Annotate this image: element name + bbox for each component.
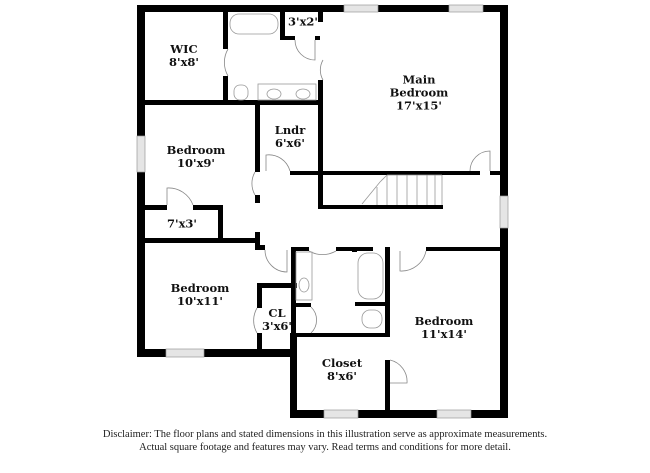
sink: [266, 88, 282, 100]
room-dimensions: 6'x6': [275, 136, 305, 150]
room-name: Main: [402, 72, 436, 87]
bathtub: [357, 252, 384, 300]
room-label: 3'x2': [288, 14, 318, 29]
sink: [295, 88, 311, 100]
stairs: [361, 174, 443, 205]
room-name: CL: [268, 306, 286, 320]
window: [165, 348, 205, 358]
window: [436, 409, 472, 419]
room-name: Closet: [321, 356, 363, 370]
room-dimensions: 8'x8': [169, 55, 199, 69]
room-name: Bedroom: [170, 281, 230, 295]
room-name: WIC: [170, 42, 198, 56]
door-swings: [166, 39, 491, 384]
room-dimensions: 3'x2': [288, 14, 318, 29]
disclaimer-line-2: Actual square footage and features may v…: [139, 442, 511, 453]
disclaimer: Disclaimer: The floor plans and stated d…: [0, 428, 650, 454]
toilet: [233, 84, 249, 101]
room-name: Bedroom: [414, 314, 474, 328]
window: [499, 195, 509, 229]
room-dimensions: 3'x6': [262, 319, 292, 333]
room-dimensions: 10'x11': [177, 294, 223, 308]
window: [323, 409, 359, 419]
room-dimensions: 11'x14': [421, 327, 467, 341]
room-dimensions: 10'x9': [177, 156, 215, 170]
vanity: [295, 251, 313, 301]
room-name: Bedroom: [166, 143, 226, 157]
window: [136, 135, 146, 173]
disclaimer-line-1: Disclaimer: The floor plans and stated d…: [102, 429, 548, 440]
sink: [298, 277, 310, 293]
room-dimensions: 17'x15': [396, 98, 442, 113]
room-label: 7'x3': [167, 216, 197, 231]
window: [343, 4, 379, 13]
room-dimensions: 8'x6': [327, 369, 357, 383]
toilet: [361, 309, 383, 329]
room-dimensions: 7'x3': [167, 216, 197, 231]
room-name: Bedroom: [389, 85, 449, 100]
vanity: [257, 83, 317, 101]
fixtures: [229, 13, 443, 329]
window: [448, 4, 484, 13]
windows: [136, 4, 509, 419]
room-name: Lndr: [274, 123, 306, 137]
bathtub: [229, 13, 279, 35]
